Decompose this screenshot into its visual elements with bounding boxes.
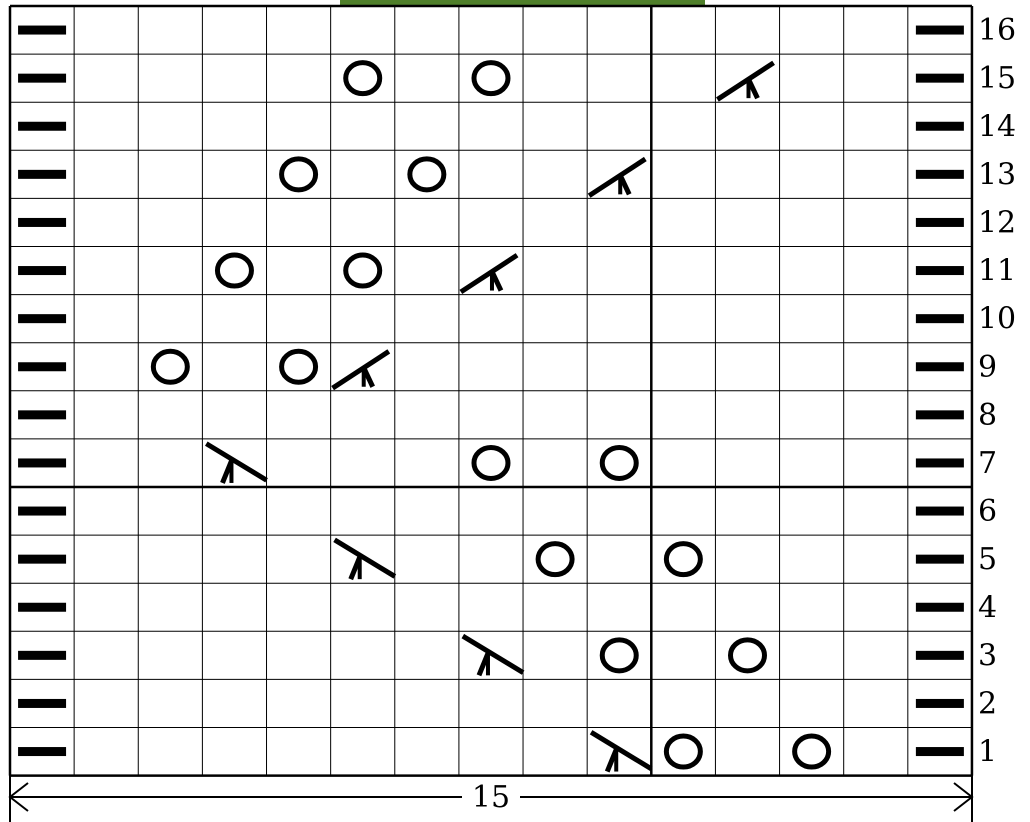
decrease-right-stroke [465,637,521,671]
row-number-label: 7 [978,446,997,481]
yarn-over-circle-icon [217,255,251,286]
row-number-label: 12 [978,205,1016,240]
purl-bar-icon [18,410,66,419]
row-number-label: 16 [978,13,1016,48]
purl-bar-icon [916,26,964,35]
purl-bar-icon [18,266,66,275]
purl-bar-icon [916,651,964,660]
purl-bar-icon [18,26,66,35]
yarn-over-circle-icon [474,447,508,478]
decrease-right-stroke [208,445,264,479]
yarn-over-circle-icon [795,736,829,767]
purl-bar-icon [916,74,964,83]
purl-bar-icon [18,74,66,83]
purl-bar-icon [18,458,66,467]
row-number-label: 14 [978,109,1016,144]
purl-bar-icon [916,218,964,227]
purl-bar-icon [18,218,66,227]
row-number-label: 2 [978,686,997,721]
row-number-label: 9 [978,350,997,385]
yarn-over-circle-icon [282,351,316,382]
purl-bar-icon [18,603,66,612]
decrease-left-stroke [335,353,387,387]
yarn-over-circle-icon [730,640,764,671]
row-number-label: 3 [978,638,997,673]
row-number-label: 4 [978,590,997,625]
yarn-over-circle-icon [666,544,700,575]
purl-bar-icon [18,314,66,323]
decrease-right-icon [465,637,521,675]
yarn-over-circle-icon [346,63,380,94]
row-number-label: 6 [978,494,997,529]
purl-bar-icon [18,362,66,371]
purl-bar-icon [18,555,66,564]
purl-bar-icon [916,747,964,756]
row-number-label: 13 [978,157,1016,192]
yarn-over-circle-icon [602,447,636,478]
width-measure: 15 [10,775,972,822]
decrease-left-icon [719,64,771,98]
purl-bar-icon [18,170,66,179]
row-number-label: 15 [978,61,1016,96]
row-number-label: 10 [978,302,1016,337]
chart-grid [10,6,972,776]
decrease-left-stroke [719,64,771,98]
purl-bar-icon [18,747,66,756]
purl-bar-icon [916,410,964,419]
row-number-label: 1 [978,735,997,770]
decrease-left-icon [591,160,643,194]
decrease-right-icon [208,445,264,483]
decrease-left-stroke [591,160,643,194]
purl-bar-icon [916,555,964,564]
decrease-right-icon [593,734,649,772]
purl-bar-icon [18,651,66,660]
purl-bar-icon [916,507,964,516]
purl-bar-icon [18,699,66,708]
yarn-over-circle-icon [538,544,572,575]
purl-bar-icon [916,266,964,275]
decrease-left-icon [463,257,515,291]
yarn-over-circle-icon [282,159,316,190]
yarn-over-circle-icon [153,351,187,382]
purl-bar-icon [916,458,964,467]
decrease-left-icon [335,353,387,387]
decrease-right-stroke [593,734,649,768]
row-number-label: 11 [978,254,1016,289]
yarn-over-circle-icon [666,736,700,767]
decrease-left-stroke [463,257,515,291]
purl-bar-icon [916,170,964,179]
yarn-over-circle-icon [346,255,380,286]
purl-bar-icon [916,699,964,708]
yarn-over-circle-icon [410,159,444,190]
decrease-right-icon [337,541,393,579]
yarn-over-circle-icon [602,640,636,671]
row-number-labels: 16 15 14 13 12 11 10 9 8 7 6 5 4 3 2 1 [978,13,1016,770]
purl-bar-icon [916,362,964,371]
row-number-label: 8 [978,398,997,433]
row-number-label: 5 [978,542,997,577]
width-label: 15 [472,780,510,815]
stitch-symbols [18,26,964,772]
decrease-right-stroke [337,541,393,575]
purl-bar-icon [916,603,964,612]
purl-bar-icon [18,122,66,131]
yarn-over-circle-icon [474,63,508,94]
purl-bar-icon [18,507,66,516]
purl-bar-icon [916,314,964,323]
purl-bar-icon [916,122,964,131]
